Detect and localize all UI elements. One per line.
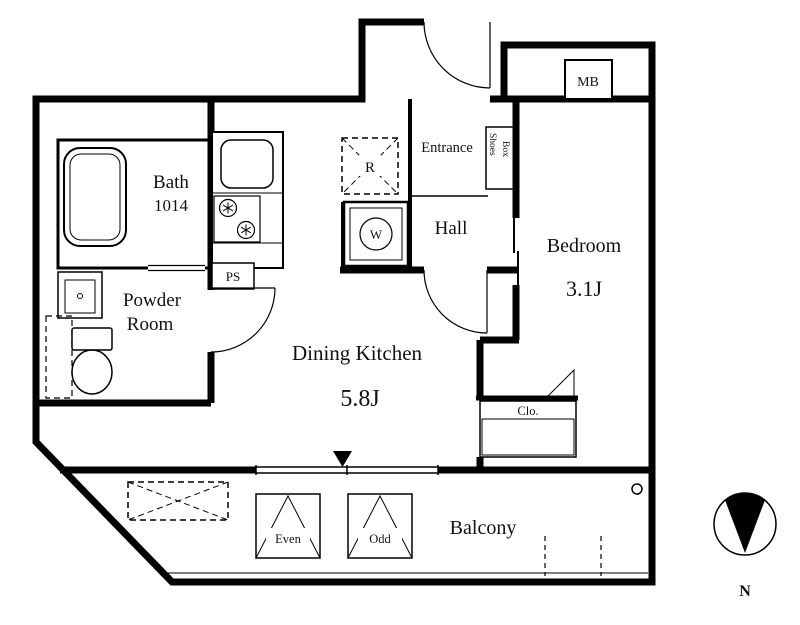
dining-kitchen-size-label: 5.8J: [340, 386, 379, 412]
bathtub-inner: [69, 153, 121, 241]
compass-north-label: N: [739, 583, 751, 600]
refrigerator-box: [341, 137, 399, 195]
washer-space: W: [342, 200, 410, 268]
bath-label: Bath: [153, 172, 189, 193]
odd-box: [347, 493, 413, 559]
washer-drum: [359, 217, 393, 251]
pipe-space-box: [211, 262, 255, 290]
meter-box-label: MB: [577, 75, 599, 90]
refrigerator-space: R: [341, 137, 399, 195]
hall-label: Hall: [435, 218, 468, 239]
entrance-door-arc: [423, 21, 491, 89]
hall: Hall: [423, 218, 519, 334]
even-label-box: [266, 528, 310, 548]
balcony-inner-rail: [49, 458, 648, 574]
washer-label: W: [370, 227, 383, 242]
vanity-faucet: [77, 293, 83, 299]
balcony-label: Balcony: [450, 517, 517, 539]
odd-marker: Odd: [347, 493, 413, 559]
bath-folding-door: [148, 264, 205, 272]
stove-burner: [218, 198, 238, 218]
toilet-tank: [71, 327, 113, 351]
balcony-drain: [631, 483, 643, 495]
entrance: Entrance Shoes Box: [412, 21, 515, 197]
outer-wall: [32, 18, 656, 586]
shoes-box-label-word1: Shoes: [487, 133, 497, 156]
kitchen-sink: [220, 139, 274, 189]
washer-box: [342, 200, 410, 268]
refrigerator-label: R: [365, 160, 375, 176]
dining-kitchen-label: Dining Kitchen: [292, 341, 423, 365]
stove-burner: [236, 220, 256, 240]
closet-shelf: [481, 418, 575, 456]
closet-label: Clo.: [517, 404, 538, 418]
powder-room: Powder Room: [45, 271, 276, 399]
even-marker: Even: [255, 493, 321, 559]
kitchen: PS: [211, 131, 284, 290]
closet-door-mark: [546, 368, 575, 397]
balcony: Balcony Even Odd: [49, 458, 648, 576]
compass: N: [713, 492, 777, 600]
entrance-label: Entrance: [421, 140, 473, 156]
bath-room: Bath 1014: [56, 138, 212, 272]
bedroom-sliding-door: [513, 218, 519, 285]
odd-label: Odd: [369, 532, 391, 546]
bath-size-label: 1014: [154, 196, 189, 215]
bedroom: Bedroom 3.1J Clo.: [479, 235, 622, 458]
bath-walls: [56, 138, 212, 270]
label-backing: [359, 155, 381, 176]
shoes-box: [485, 126, 515, 190]
sliding-window-lines: [255, 465, 439, 475]
bedroom-label: Bedroom: [547, 235, 622, 257]
vanity-basin: [64, 279, 96, 314]
entry-direction-marker: [333, 451, 352, 467]
powder-room-label-line1: Powder: [123, 290, 182, 311]
powder-room-label-line2: Room: [127, 314, 174, 335]
counter-divider-lines: [213, 192, 282, 244]
closet-box: [479, 400, 577, 458]
compass-needle: [725, 492, 765, 553]
hall-door-arc: [423, 269, 488, 334]
dining-kitchen: Dining Kitchen 5.8J: [292, 341, 423, 467]
powder-door-arc: [210, 287, 276, 353]
laundry-pan: [45, 315, 73, 399]
ac-unit-cross: [127, 481, 229, 521]
refrigerator-cross: [341, 137, 399, 195]
shoes-box-label-word2: Box: [500, 141, 510, 157]
pipe-space-label: PS: [226, 269, 240, 284]
even-box: [255, 493, 321, 559]
toilet-bowl: [71, 349, 113, 395]
partition-dashes: [544, 536, 602, 576]
meter-box: MB: [564, 59, 613, 100]
bedroom-size-label: 3.1J: [566, 276, 603, 301]
even-label: Even: [275, 532, 301, 546]
odd-label-box: [358, 528, 402, 548]
washer-pan: [349, 207, 403, 261]
ac-unit-space: [127, 481, 229, 521]
meter-box-outline: [564, 59, 613, 100]
